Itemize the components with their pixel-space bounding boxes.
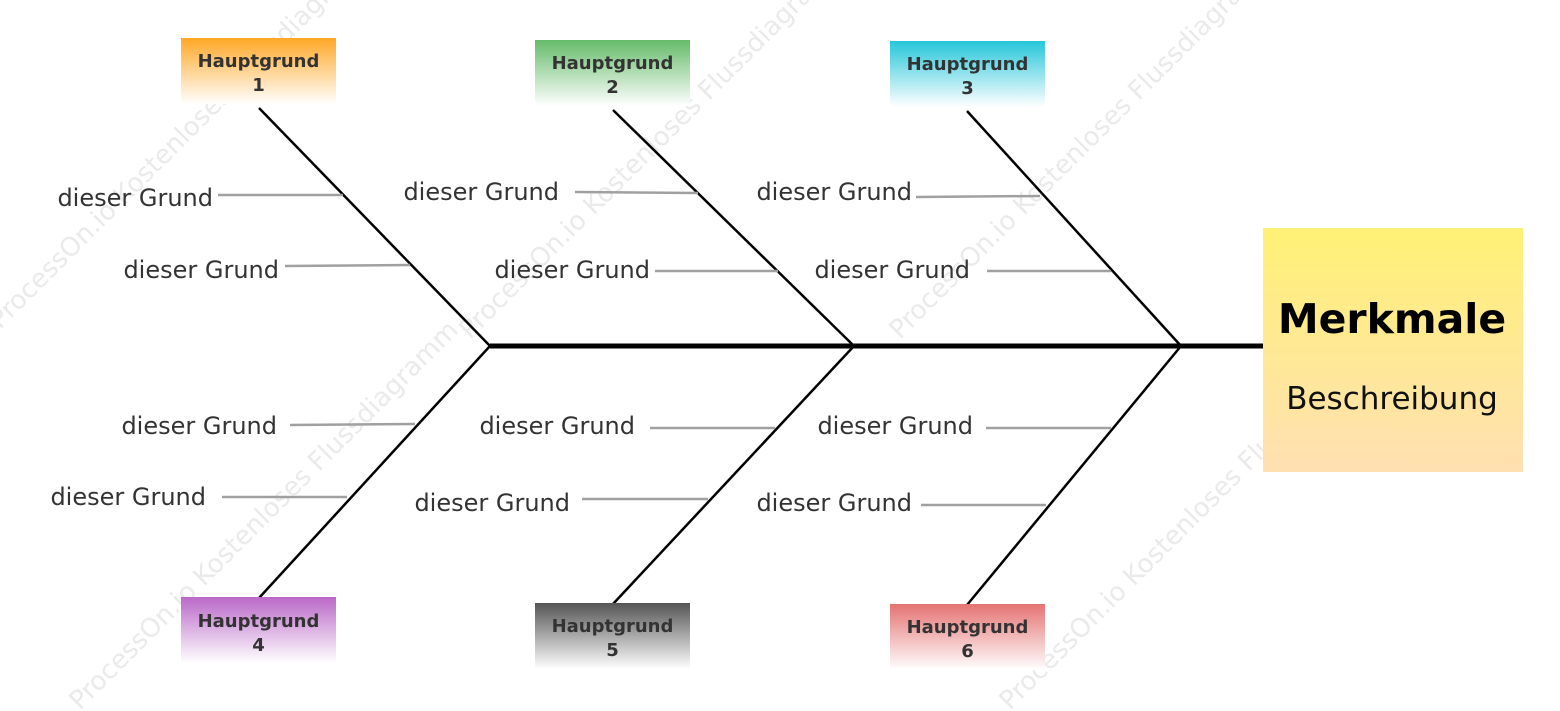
- bone-3: [966, 110, 1182, 347]
- category-number: 4: [252, 635, 265, 656]
- category-number: 1: [252, 75, 265, 96]
- category-title: Hauptgrund: [552, 53, 674, 74]
- effect-title: Merkmale: [1278, 295, 1506, 343]
- category-title: Hauptgrund: [552, 616, 674, 637]
- cause-line: [284, 263, 411, 268]
- bone-1: [258, 107, 491, 347]
- category-title: Hauptgrund: [907, 54, 1029, 75]
- cause-label: dieser Grund: [123, 256, 279, 284]
- cause-label: dieser Grund: [494, 256, 650, 284]
- cause-label: dieser Grund: [403, 178, 559, 206]
- category-box-3[interactable]: Hauptgrund 3: [890, 41, 1045, 107]
- cause-label: dieser Grund: [756, 178, 912, 206]
- cause-label: dieser Grund: [817, 412, 973, 440]
- category-number: 3: [961, 78, 974, 99]
- cause-lines: [218, 190, 1111, 507]
- category-number: 6: [961, 641, 974, 662]
- cause-line: [289, 422, 416, 427]
- bone-5: [612, 345, 855, 605]
- cause-labels: dieser Grund dieser Grund dieser Grund d…: [50, 178, 973, 517]
- cause-label: dieser Grund: [479, 412, 635, 440]
- category-box-2[interactable]: Hauptgrund 2: [535, 40, 690, 106]
- cause-line: [574, 190, 699, 195]
- bone-2: [612, 109, 855, 347]
- category-number: 2: [606, 77, 619, 98]
- cause-label: dieser Grund: [57, 184, 213, 212]
- bone-6: [966, 345, 1182, 606]
- cause-label: dieser Grund: [756, 489, 912, 517]
- category-number: 5: [606, 640, 619, 661]
- cause-line: [915, 194, 1041, 199]
- category-box-6[interactable]: Hauptgrund 6: [890, 604, 1045, 670]
- category-title: Hauptgrund: [198, 611, 320, 632]
- cause-label: dieser Grund: [50, 483, 206, 511]
- bone-4: [258, 345, 491, 599]
- category-box-4[interactable]: Hauptgrund 4: [181, 597, 336, 663]
- main-bones: [258, 107, 1182, 606]
- effect-box[interactable]: Merkmale Beschreibung: [1263, 228, 1523, 472]
- category-box-5[interactable]: Hauptgrund 5: [535, 603, 690, 669]
- effect-subtitle: Beschreibung: [1286, 381, 1498, 417]
- category-title: Hauptgrund: [907, 617, 1029, 638]
- category-title: Hauptgrund: [198, 51, 320, 72]
- cause-label: dieser Grund: [121, 412, 277, 440]
- cause-label: dieser Grund: [414, 489, 570, 517]
- category-box-1[interactable]: Hauptgrund 1: [181, 38, 336, 104]
- cause-label: dieser Grund: [814, 256, 970, 284]
